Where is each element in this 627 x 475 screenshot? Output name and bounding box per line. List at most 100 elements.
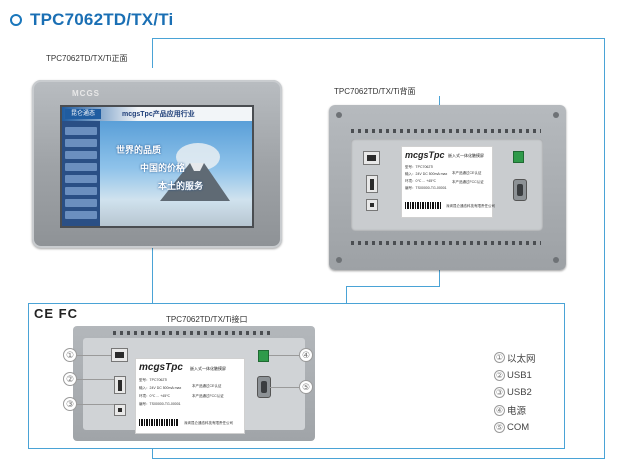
connector-line	[604, 38, 605, 458]
screen-sidebar-item	[65, 163, 97, 171]
interface-frame-line	[28, 448, 565, 449]
screen-sidebar-item	[65, 139, 97, 147]
label-maker: 深圳昆仑通态科技有限责任公司	[446, 204, 495, 208]
label-product-type: 嵌入式一体化触摸屏	[448, 153, 484, 158]
marker-usb2: ③	[63, 397, 77, 411]
label-ce-text: 本产品通过CE认证	[452, 171, 482, 175]
label-temperature: 环境：0℃ ... +45℃	[405, 179, 437, 183]
legend-label: 以太网	[507, 353, 536, 365]
screen-header: 昆仑通态 mcgsTpc产品应用行业	[62, 107, 252, 121]
legend-number: ③	[494, 387, 505, 399]
title-text: TPC7062TD/TX/Ti	[30, 10, 174, 29]
connector-line	[346, 286, 440, 287]
label-fc-text: 本产品通过FCC认证	[452, 180, 484, 184]
ethernet-port-icon	[111, 348, 128, 362]
marker-lead	[270, 387, 299, 388]
back-caption: TPC7062TD/TX/Ti背面	[334, 87, 416, 96]
marker-lead	[77, 379, 114, 380]
legend-item: ① 以太网	[494, 349, 536, 367]
screen-sidebar	[62, 121, 100, 226]
vent-row	[351, 129, 541, 133]
screen-sidebar-item	[65, 151, 97, 159]
com-port-icon	[513, 179, 527, 201]
usb2-port-icon	[366, 199, 378, 211]
interface-frame-line	[28, 303, 29, 448]
port-legend: ① 以太网 ② USB1 ③ USB2 ④ 电源 ⑤ COM	[494, 349, 536, 437]
usb1-port-icon	[366, 175, 378, 193]
label-fc-text: 本产品通过FCC认证	[192, 394, 224, 398]
barcode	[405, 202, 441, 209]
legend-label: USB2	[507, 387, 532, 399]
screw-hole	[553, 257, 559, 263]
legend-label: USB1	[507, 369, 532, 381]
marker-power: ④	[299, 348, 313, 362]
label-model: 型号：TPC7062Ti	[405, 165, 434, 169]
label-brand: mcgsTpc	[139, 362, 183, 373]
screen-sidebar-item	[65, 187, 97, 195]
screen-slogan: 本土的服务	[158, 181, 204, 191]
screw-hole	[336, 257, 342, 263]
label-product-type: 嵌入式一体化触摸屏	[190, 366, 226, 371]
label-temperature: 环境：0℃ ... +45℃	[139, 394, 171, 398]
label-serial: 编号：TS00000-TG-00001	[405, 186, 447, 190]
screen-sidebar-item	[65, 211, 97, 219]
legend-number: ②	[494, 369, 505, 381]
connector-line	[439, 96, 440, 106]
interface-panel-image: mcgsTpc 嵌入式一体化触摸屏 型号：TPC7062Ti 输入：24V DC…	[73, 326, 315, 441]
label-model: 型号：TPC7062Ti	[139, 378, 168, 382]
certification-marks: CE FC	[34, 306, 78, 321]
legend-number: ⑤	[494, 422, 505, 434]
connector-line	[152, 458, 605, 459]
connector-line	[152, 38, 153, 68]
barcode	[139, 419, 179, 426]
power-port-icon	[513, 151, 524, 163]
usb1-port-icon	[114, 376, 126, 394]
volcano-graphic	[160, 143, 230, 201]
title-circle-icon	[10, 14, 22, 26]
interface-frame-line	[564, 303, 565, 448]
front-brand-logo: MCGS	[72, 89, 100, 98]
interface-frame-line	[28, 303, 565, 304]
usb2-port-icon	[114, 404, 126, 416]
screen-slogan: 中国的价格	[140, 163, 186, 173]
legend-item: ④ 电源	[494, 402, 536, 420]
legend-item: ⑤ COM	[494, 419, 536, 437]
legend-number: ④	[494, 404, 505, 416]
marker-lead	[269, 355, 299, 356]
legend-item: ② USB1	[494, 367, 536, 385]
marker-lead	[77, 355, 111, 356]
screen-main-image: 世界的品质 中国的价格 本土的服务	[100, 121, 252, 226]
interface-port-panel: mcgsTpc 嵌入式一体化触摸屏 型号：TPC7062Ti 输入：24V DC…	[83, 338, 305, 434]
label-brand: mcgsTpc	[405, 150, 445, 160]
interface-product-label: mcgsTpc 嵌入式一体化触摸屏 型号：TPC7062Ti 输入：24V DC…	[135, 358, 245, 434]
connector-line	[152, 448, 153, 458]
marker-com: ⑤	[299, 380, 313, 394]
legend-label: COM	[507, 422, 530, 434]
screen-sidebar-item	[65, 199, 97, 207]
screw-hole	[553, 112, 559, 118]
front-panel-image: MCGS 昆仑通态 mcgsTpc产品应用行业 世界的品质 中国的价格 本土的服…	[32, 80, 282, 248]
screw-hole	[336, 112, 342, 118]
front-screen: 昆仑通态 mcgsTpc产品应用行业 世界的品质 中国的价格 本土的服务	[60, 105, 254, 228]
marker-lead	[77, 404, 114, 405]
label-input: 输入：24V DC 500mA max	[405, 172, 448, 176]
front-caption: TPC7062TD/TX/Ti正面	[46, 54, 128, 63]
vent-row	[113, 331, 273, 335]
screen-sidebar-item	[65, 127, 97, 135]
back-product-label: mcgsTpc 嵌入式一体化触摸屏 型号：TPC7062Ti 输入：24V DC…	[401, 146, 495, 218]
back-panel-image: mcgsTpc 嵌入式一体化触摸屏 型号：TPC7062Ti 输入：24V DC…	[329, 105, 566, 270]
legend-label: 电源	[507, 406, 527, 418]
marker-usb1: ②	[63, 372, 77, 386]
label-input: 输入：24V DC 500mA max	[139, 386, 182, 390]
marker-ethernet: ①	[63, 348, 77, 362]
label-ce-text: 本产品通过CE认证	[192, 384, 222, 388]
ethernet-port-icon	[363, 151, 380, 165]
interface-caption: TPC7062TD/TX/Ti接口	[166, 315, 248, 324]
com-port-icon	[257, 376, 271, 398]
screen-sidebar-item	[65, 175, 97, 183]
label-serial: 编号：TS00000-TG-00001	[139, 402, 181, 406]
vent-row	[351, 241, 541, 245]
screen-slogan: 世界的品质	[116, 145, 162, 155]
page-title: TPC7062TD/TX/Ti	[10, 10, 173, 30]
connector-line	[152, 248, 153, 303]
